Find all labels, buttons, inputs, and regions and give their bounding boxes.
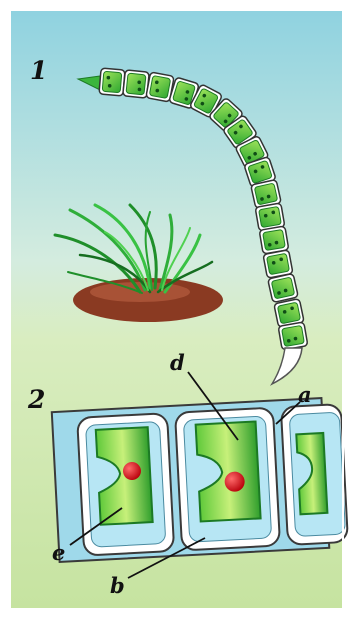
- label-a: a: [298, 384, 312, 405]
- filament-cell: [123, 70, 150, 98]
- label-b: b: [110, 575, 125, 596]
- filament-cell: [268, 273, 299, 302]
- label-d: d: [170, 352, 185, 373]
- filament-cell: [259, 226, 289, 254]
- cell-strip: [52, 397, 348, 562]
- filament-cell: [278, 322, 308, 350]
- enlarged-cell-3: [281, 404, 348, 545]
- panel-number-2: 2: [28, 387, 45, 412]
- label-e: e: [52, 542, 65, 563]
- enlarged-cell-1: [77, 413, 174, 556]
- panel-number-1: 1: [30, 58, 47, 83]
- filament-cell: [99, 68, 125, 96]
- enlarged-cell-2: [175, 408, 280, 551]
